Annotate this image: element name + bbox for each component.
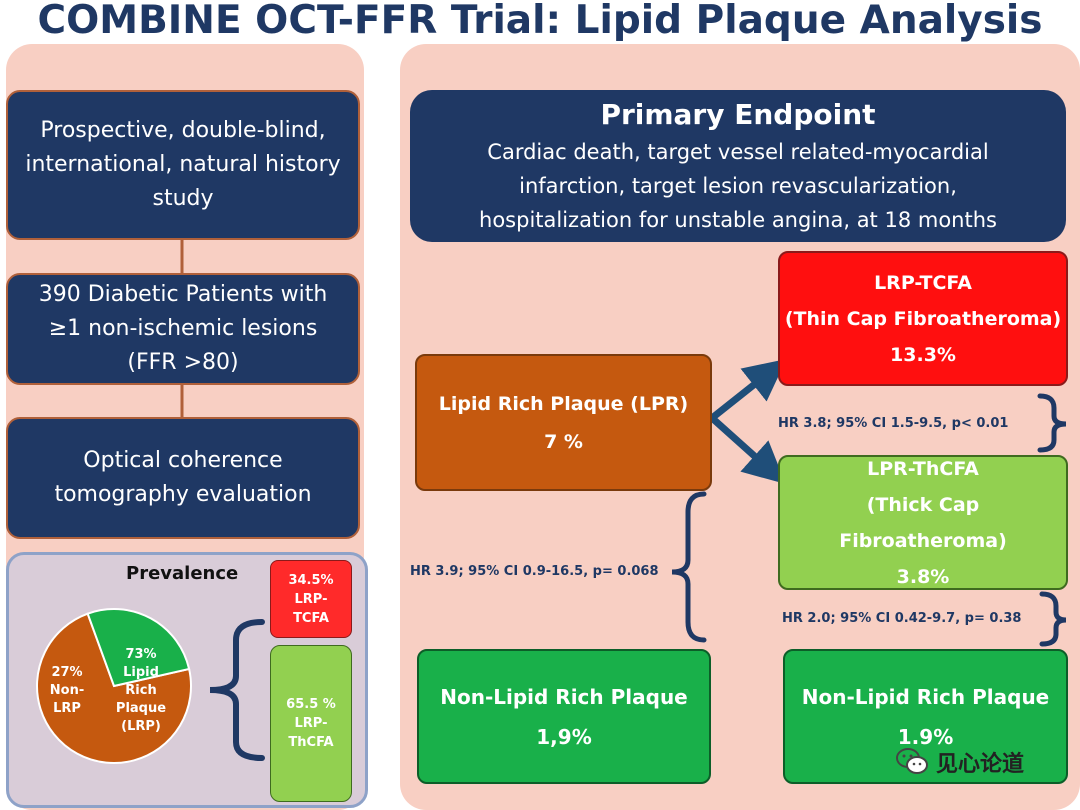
thcfa-prevalence-value: 65.5 % bbox=[286, 697, 336, 712]
thcfa-title: LPR-ThCFA bbox=[867, 457, 979, 480]
tcfa-subtitle: (Thin Cap Fibroatheroma) bbox=[784, 307, 1062, 330]
tcfa-title: LRP-TCFA bbox=[874, 271, 972, 294]
prevalence-title: Prevalence bbox=[126, 563, 239, 584]
oct-evaluation-text: Optical coherence tomography evaluation bbox=[54, 448, 312, 507]
arrow-to-tcfa bbox=[709, 358, 787, 421]
prevalence-tcfa-box: 34.5% LRP- TCFA bbox=[270, 560, 352, 638]
lrp-tcfa-box: LRP-TCFA (Thin Cap Fibroatheroma) 13.3% bbox=[778, 251, 1068, 386]
hr-tcfa-vs-thcfa: HR 3.8; 95% CI 1.5-9.5, p< 0.01 bbox=[778, 416, 1009, 431]
hr-lpr-vs-non: HR 3.9; 95% CI 0.9-16.5, p= 0.068 bbox=[410, 564, 659, 579]
arrow-to-thcfa bbox=[709, 415, 786, 485]
lipid-rich-plaque-box: Lipid Rich Plaque (LPR) 7 % bbox=[415, 354, 712, 491]
pie-non-value: 27% bbox=[51, 665, 83, 680]
non-lrp-left-label: Non-Lipid Rich Plaque bbox=[440, 684, 688, 709]
tcfa-vs-thcfa-brace bbox=[1037, 393, 1067, 453]
study-design-box: Prospective, double-blind, international… bbox=[6, 90, 360, 240]
endpoint-line: hospitalization for unstable angina, at … bbox=[479, 208, 997, 232]
tcfa-prevalence-value: 34.5% bbox=[288, 572, 334, 588]
tcfa-prevalence-line: TCFA bbox=[293, 610, 329, 626]
tcfa-prevalence-line: LRP- bbox=[294, 591, 328, 607]
pie-lrp-value: 73% bbox=[125, 647, 157, 662]
oct-evaluation-box: Optical coherence tomography evaluation bbox=[6, 417, 360, 539]
endpoint-line: Cardiac death, target vessel related-myo… bbox=[487, 140, 989, 164]
patients-text: 390 Diabetic Patients with ≥1 non-ischem… bbox=[38, 282, 328, 375]
page-title: COMBINE OCT-FFR Trial: Lipid Plaque Anal… bbox=[37, 0, 1043, 43]
thcfa-prevalence-line: LRP- bbox=[294, 716, 328, 731]
lpr-label: Lipid Rich Plaque (LPR) bbox=[438, 392, 689, 415]
non-lrp-right-label: Non-Lipid Rich Plaque bbox=[801, 684, 1050, 709]
study-design-text: Prospective, double-blind, international… bbox=[25, 118, 341, 211]
wechat-icon bbox=[895, 746, 929, 776]
thcfa-subtitle: (Thick Cap Fibroatheroma) bbox=[839, 493, 1007, 552]
lpr-vs-non-brace bbox=[671, 491, 707, 643]
tcfa-value: 13.3% bbox=[890, 343, 956, 366]
pie-lrp-line: (LRP) bbox=[121, 719, 161, 734]
lpr-thcfa-box: LPR-ThCFA (Thick Cap Fibroatheroma) 3.8% bbox=[778, 455, 1068, 590]
prevalence-pie-chart bbox=[36, 608, 192, 764]
thcfa-vs-non-brace bbox=[1039, 591, 1067, 647]
pie-slice-lrp bbox=[36, 612, 192, 764]
non-lrp-left-value: 1,9% bbox=[536, 724, 592, 749]
pie-lrp-line: Lipid bbox=[123, 665, 159, 680]
endpoint-line: infarction, target lesion revascularizat… bbox=[519, 174, 957, 198]
prevalence-brace bbox=[209, 619, 265, 761]
pie-lrp-line: Rich bbox=[125, 683, 157, 698]
non-lrp-right-value: 1.9% bbox=[897, 724, 954, 749]
primary-endpoint-box: Primary Endpoint Cardiac death, target v… bbox=[410, 90, 1066, 242]
primary-endpoint-title: Primary Endpoint bbox=[600, 98, 876, 131]
prevalence-thcfa-box: 65.5 % LRP- ThCFA bbox=[270, 645, 352, 802]
pie-lrp-line: Plaque bbox=[115, 701, 167, 716]
thcfa-prevalence-line: ThCFA bbox=[288, 735, 334, 750]
pie-non-line: Non- bbox=[49, 683, 85, 698]
hr-thcfa-vs-non: HR 2.0; 95% CI 0.42-9.7, p= 0.38 bbox=[782, 611, 1022, 626]
patients-box: 390 Diabetic Patients with ≥1 non-ischem… bbox=[6, 273, 360, 385]
watermark-text: 见心论道 bbox=[936, 752, 1025, 777]
pie-slice-non-lrp bbox=[86, 608, 191, 688]
pie-label-non-lrp: 27% Non- LRP bbox=[40, 664, 94, 718]
pie-label-lrp: 73% Lipid Rich Plaque (LRP) bbox=[108, 646, 174, 736]
thcfa-value: 3.8% bbox=[896, 565, 950, 588]
non-lipid-rich-plaque-left-box: Non-Lipid Rich Plaque 1,9% bbox=[417, 649, 711, 784]
lpr-value: 7 % bbox=[544, 430, 583, 453]
pie-non-line: LRP bbox=[53, 701, 81, 716]
